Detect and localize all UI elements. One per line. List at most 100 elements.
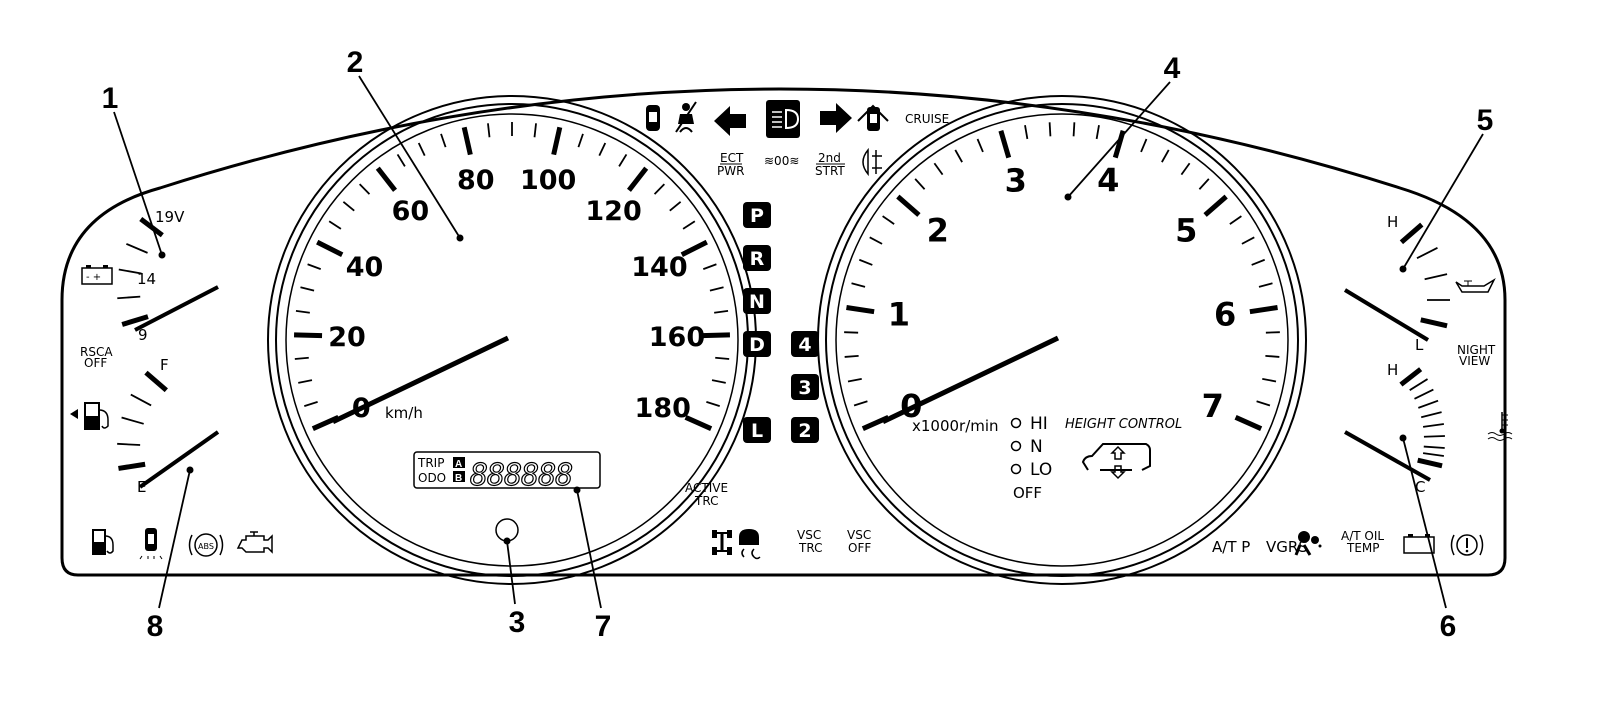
gear-two-box <box>791 417 819 443</box>
callout-6: 6 <box>1440 610 1457 643</box>
speedometer-tick <box>682 220 696 230</box>
tachometer: x1000r/min 01234567 <box>817 95 1307 585</box>
callout-leader <box>576 489 602 609</box>
gear-p-indicator: P <box>750 205 764 227</box>
trip-label: TRIP <box>417 456 444 470</box>
oil-pressure-tick <box>1416 246 1438 260</box>
tachometer-tick <box>1072 122 1076 137</box>
tachometer-tick <box>1262 377 1277 383</box>
atp-indicator: A/T P <box>1212 538 1250 556</box>
tachometer-tick <box>846 305 875 315</box>
ect-top: ECT <box>720 151 744 165</box>
small-gauges <box>117 216 1450 489</box>
slip-indicator-icon <box>857 104 889 131</box>
speedometer-tick <box>342 201 355 212</box>
tachometer-tick <box>954 149 963 163</box>
vsc-trc-top: VSC <box>797 528 821 542</box>
speedometer-tick <box>487 123 491 138</box>
speedometer-tick <box>653 183 665 195</box>
fog-light-icon <box>862 147 882 177</box>
speedometer-tick <box>598 142 607 157</box>
vsc-off-top: VSC <box>847 528 871 542</box>
seatbelt-icon <box>675 101 697 133</box>
callout-5: 5 <box>1477 104 1494 137</box>
tachometer-tick <box>1048 122 1052 137</box>
oil-can-icon <box>1455 278 1496 293</box>
tachometer-tick <box>1251 258 1266 266</box>
fuel-gauge-tick <box>121 416 144 425</box>
speedometer-tick <box>627 166 649 192</box>
speedometer-label: 180 <box>635 393 691 424</box>
svg-text:- +: - + <box>86 272 101 283</box>
voltmeter-tick <box>121 314 149 327</box>
tachometer-tick <box>1112 130 1126 159</box>
oil-pressure-tick <box>1424 273 1448 281</box>
speedometer-label: 80 <box>457 165 495 196</box>
oil-high-label: H <box>1387 213 1398 231</box>
tachometer-label: 2 <box>927 211 949 249</box>
coolant-temp-needle <box>1344 430 1431 482</box>
second-start-bottom: STRT <box>815 164 845 178</box>
speedometer-tick <box>461 126 473 156</box>
vsc-off-bottom: OFF <box>848 541 871 555</box>
callout-3: 3 <box>509 606 526 639</box>
tachometer-tick <box>1256 400 1271 407</box>
oil-low-label: L <box>1415 336 1424 354</box>
night-view-bottom: VIEW <box>1459 354 1490 368</box>
tachometer-tick <box>1249 305 1278 315</box>
odometer-digits: 888888 <box>470 458 572 493</box>
tachometer-tick <box>896 194 921 217</box>
trip-a-label: A <box>455 459 462 470</box>
gear-n-box <box>743 288 771 314</box>
gear-r-box <box>743 245 771 271</box>
height-control: HI N LO OFF HEIGHT CONTROL <box>1010 414 1182 502</box>
speedometer-tick <box>396 153 406 167</box>
speedometer-label: 140 <box>631 252 687 283</box>
tachometer-tick <box>1265 354 1280 358</box>
battery-icon: - + <box>81 265 113 285</box>
speedometer-label: 20 <box>328 322 366 353</box>
speedometer-label: 120 <box>585 196 641 227</box>
speedometer-tick <box>294 356 309 360</box>
volt-mid-label: 14 <box>137 270 156 288</box>
4wd-icon <box>712 530 732 555</box>
callout-7: 7 <box>595 610 612 643</box>
rsca-top: RSCA <box>80 345 113 359</box>
airbag-icon <box>1294 531 1322 556</box>
callout-dot <box>456 234 464 242</box>
master-warning-icon <box>1450 534 1484 556</box>
gear-three-box <box>791 374 819 400</box>
headlight-icon: ≋00≋ <box>764 154 799 168</box>
cluster-outline <box>60 87 1507 577</box>
tachometer-tick <box>1203 194 1228 217</box>
coolant-temp-tick <box>1417 457 1443 469</box>
speedometer-tick <box>669 201 682 212</box>
temp-high-label: H <box>1387 361 1398 379</box>
speedometer-tick <box>304 401 318 408</box>
speedometer-tick <box>618 153 628 167</box>
callout-4: 4 <box>1164 52 1181 85</box>
speed-unit: km/h <box>385 404 423 422</box>
gear-four-box <box>791 331 819 357</box>
fuel-gauge-tick <box>117 442 141 446</box>
callout-dot <box>573 486 581 494</box>
height-hi: HI <box>1030 414 1048 434</box>
speedometer-tick <box>709 286 724 292</box>
night-view-top: NIGHT <box>1457 343 1496 357</box>
speedometer-tick <box>551 126 563 156</box>
speedometer-label: 160 <box>649 322 705 353</box>
tachometer-needle <box>881 335 1060 424</box>
speedometer-tick <box>711 379 726 384</box>
turn-left-arrow-icon <box>714 106 746 136</box>
callout-1: 1 <box>102 82 119 115</box>
speedometer-tick <box>295 310 310 314</box>
tachometer-tick <box>1024 125 1029 140</box>
rpm-unit: x1000r/min <box>912 417 999 435</box>
speedometer-tick <box>300 286 315 292</box>
speedometer-label: 100 <box>520 165 576 196</box>
check-engine-icon <box>236 531 273 554</box>
tachometer-tick <box>1234 414 1263 431</box>
tachometer-tick <box>1095 125 1100 140</box>
turn-right-arrow-icon <box>820 103 852 133</box>
